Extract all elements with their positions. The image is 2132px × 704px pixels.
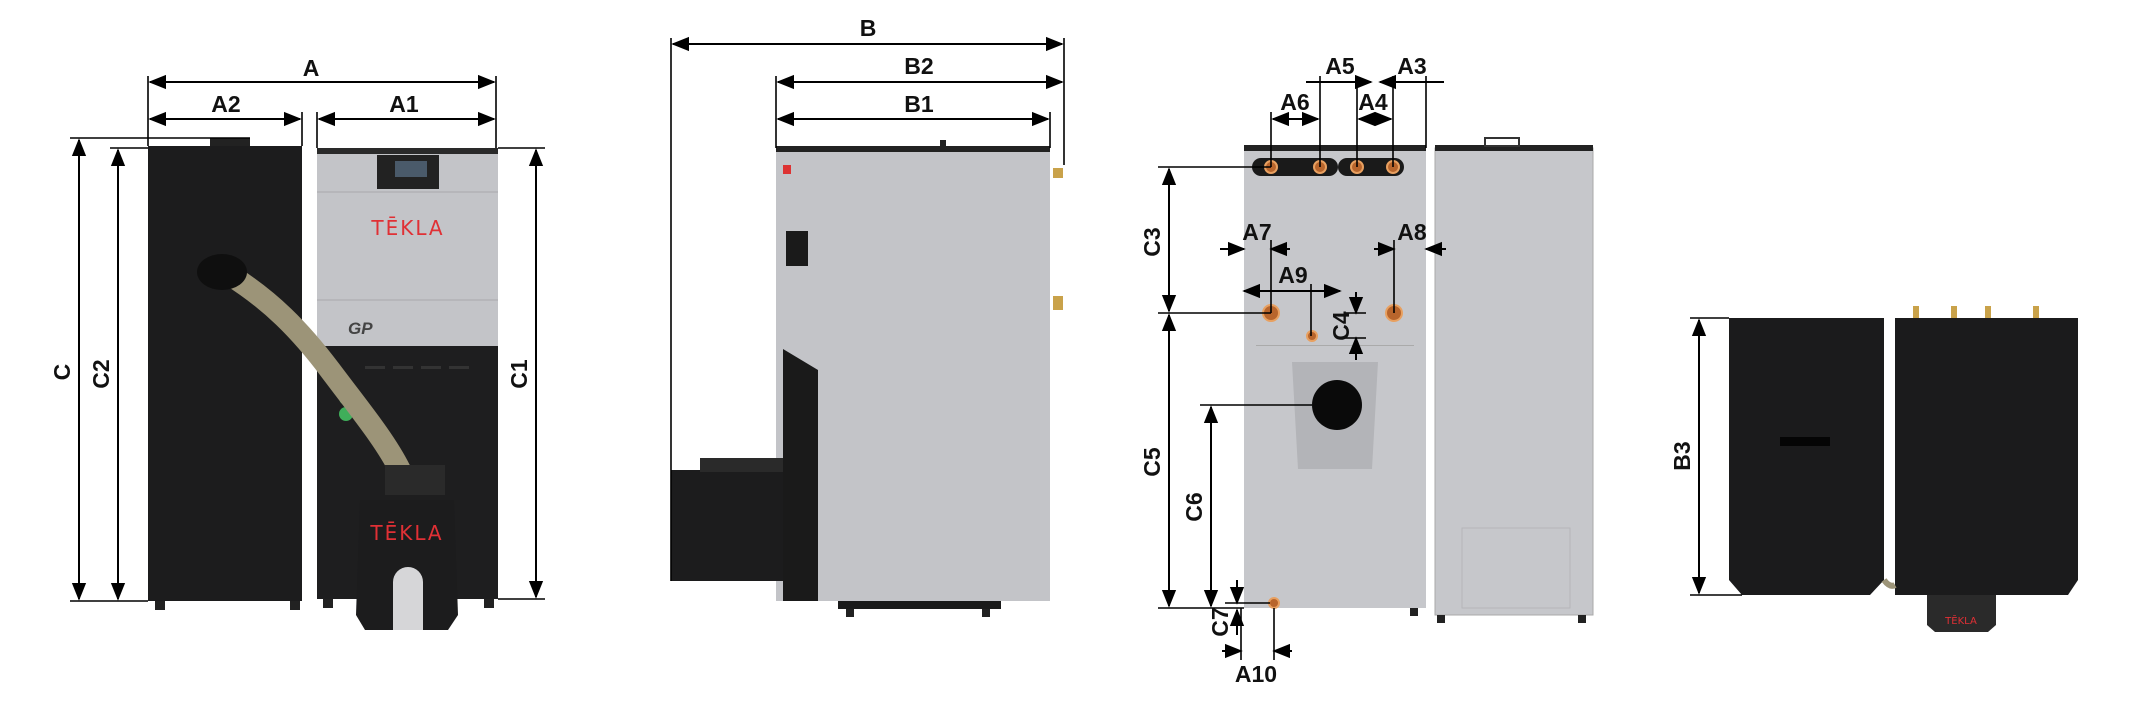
brand-logo: TĒKLA <box>370 216 444 240</box>
front-view: TĒKLA GP TĒKLA A A2 A1 C C2 C1 <box>49 55 545 630</box>
side-panel <box>1434 147 1594 616</box>
burner-top <box>1927 595 1996 632</box>
label-B1: B1 <box>904 91 934 117</box>
label-A4: A4 <box>1358 89 1388 115</box>
flue-outlet <box>1312 380 1362 430</box>
label-B: B <box>860 15 877 41</box>
label-A9: A9 <box>1278 262 1307 288</box>
label-C: C <box>49 364 75 381</box>
label-A2: A2 <box>211 91 240 117</box>
side-hopper-box <box>671 470 783 581</box>
label-C4: C4 <box>1328 311 1354 341</box>
label-A6: A6 <box>1280 89 1309 115</box>
pellet-hopper <box>148 146 302 601</box>
label-B2: B2 <box>904 53 933 79</box>
burner-logo: TĒKLA <box>369 521 443 545</box>
label-A5: A5 <box>1325 53 1355 79</box>
label-A10: A10 <box>1235 661 1277 687</box>
label-B3: B3 <box>1669 441 1695 470</box>
boiler-side-body <box>776 148 1050 601</box>
label-C6: C6 <box>1181 492 1207 521</box>
label-C7: C7 <box>1207 607 1233 636</box>
side-view: B B2 B1 <box>670 15 1065 617</box>
label-A: A <box>303 55 320 81</box>
model-label: GP <box>348 319 373 338</box>
label-A8: A8 <box>1397 219 1427 245</box>
feed-hose <box>224 265 410 476</box>
label-A7: A7 <box>1242 219 1271 245</box>
boiler-top <box>1895 318 2078 595</box>
label-A1: A1 <box>389 91 419 117</box>
burner-top-logo: TĒKLA <box>1944 614 1977 627</box>
burner: TĒKLA <box>356 465 458 630</box>
label-C3: C3 <box>1139 227 1165 256</box>
label-C1: C1 <box>506 359 532 389</box>
label-C5: C5 <box>1139 447 1165 477</box>
hopper-top <box>1729 318 1884 595</box>
back-view: A5 A3 A6 A4 C3 C5 C6 A7 A8 A9 C4 C7 <box>1139 53 1594 687</box>
label-A3: A3 <box>1397 53 1426 79</box>
label-C2: C2 <box>88 359 114 388</box>
top-view: TĒKLA B3 <box>1669 306 2078 632</box>
